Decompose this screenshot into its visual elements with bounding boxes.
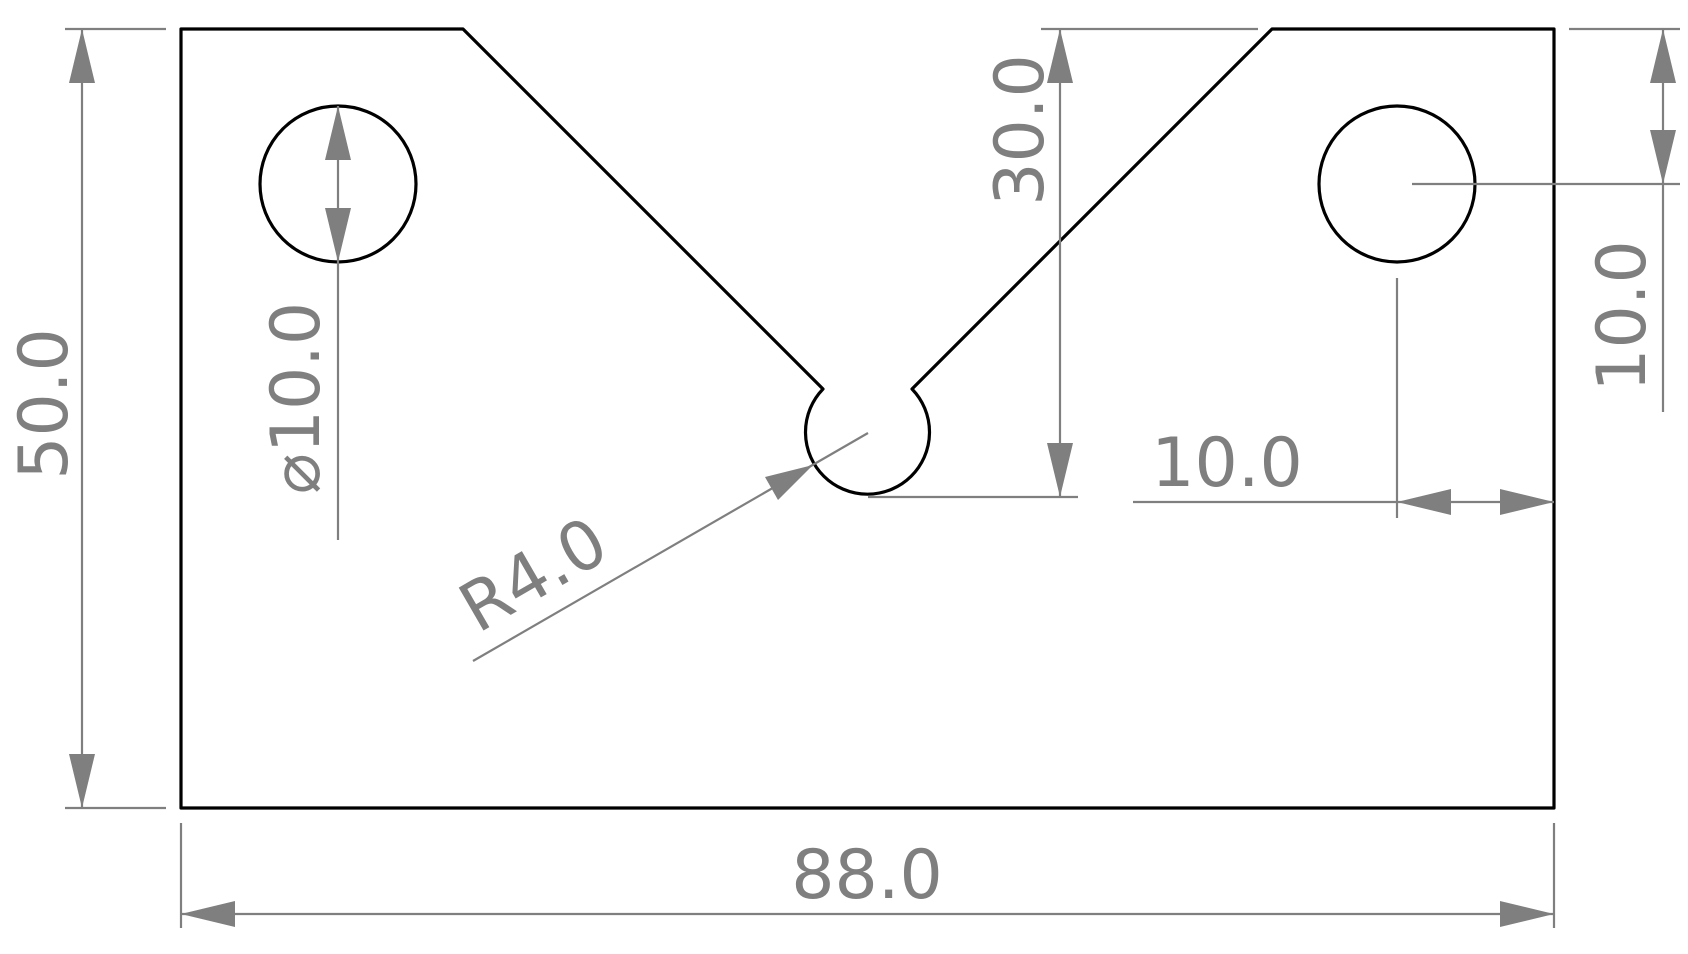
arrowhead xyxy=(1650,29,1676,83)
arrowhead xyxy=(325,106,351,160)
notch-radius-dimension: R4.0 xyxy=(447,432,869,662)
arrowhead xyxy=(765,465,813,500)
arrowhead xyxy=(1500,489,1554,515)
hole-diameter-value: 10.0 xyxy=(257,302,336,453)
arrowhead xyxy=(1650,130,1676,184)
arrowhead xyxy=(69,754,95,808)
overall-width-label: 88.0 xyxy=(791,836,942,915)
arrowhead xyxy=(1500,901,1554,927)
overall-height-label: 50.0 xyxy=(5,328,84,479)
arrowhead xyxy=(325,208,351,262)
hole-vertical-offset-label: 10.0 xyxy=(1583,240,1662,391)
overall-width-dimension: 88.0 xyxy=(179,823,1556,928)
arrowhead xyxy=(1047,29,1073,83)
arrowhead xyxy=(1397,489,1451,515)
notch-depth-label: 30.0 xyxy=(981,54,1060,205)
hole-diameter-label: ⌀10.0 xyxy=(257,302,336,494)
hole-horizontal-offset-label: 10.0 xyxy=(1151,424,1302,503)
part-outline xyxy=(179,27,1556,810)
arrowhead xyxy=(1047,443,1073,497)
notch-depth-dimension: 30.0 xyxy=(868,27,1258,499)
hole-horizontal-offset-dimension: 10.0 xyxy=(1133,278,1554,518)
hole-diameter-dimension: ⌀10.0 xyxy=(257,106,351,540)
arrowhead xyxy=(69,29,95,83)
arrowhead xyxy=(181,901,235,927)
part-profile xyxy=(179,27,1556,810)
diameter-symbol: ⌀ xyxy=(257,453,336,494)
overall-height-dimension: 50.0 xyxy=(5,27,166,810)
hole-vertical-offset-dimension: 10.0 xyxy=(1412,27,1680,412)
